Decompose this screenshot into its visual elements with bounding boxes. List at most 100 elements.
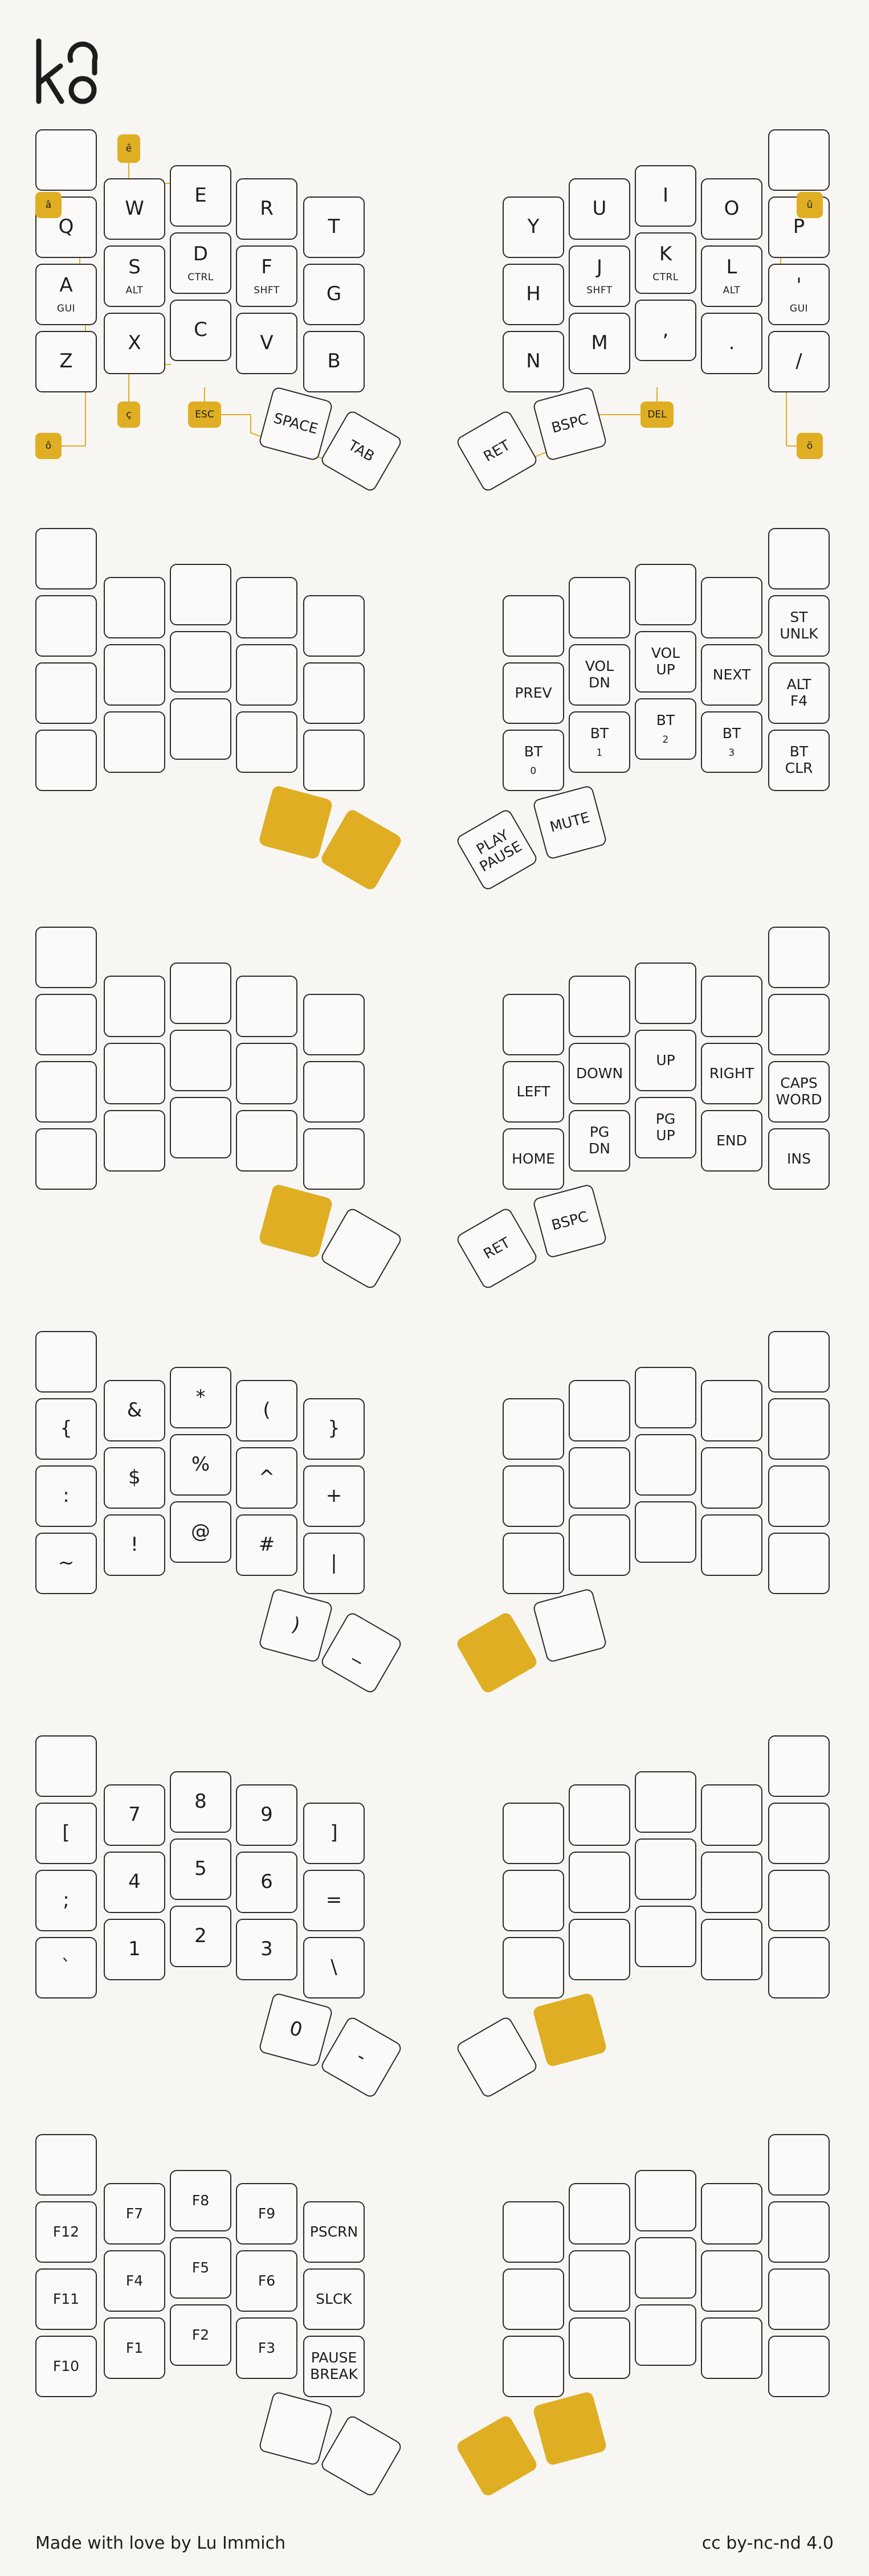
key-label: SLCK xyxy=(316,2290,352,2307)
function-right-key-0-0 xyxy=(503,2201,564,2263)
key-label: U xyxy=(592,197,607,220)
author-credit: Made with love by Lu Immich xyxy=(35,2533,286,2553)
combo-delete: DEL xyxy=(640,402,674,428)
symbols-right-key-3-2 xyxy=(701,1514,762,1576)
media-right-key-2-1: VOL UP xyxy=(635,631,696,693)
base-left-key-0-3: Z xyxy=(35,331,97,392)
numbers-right-key-1-0 xyxy=(569,1784,630,1846)
key-label: ( xyxy=(263,1399,271,1422)
key-label: DOWN xyxy=(576,1064,623,1082)
media-right-key-4-2: ALT F4 xyxy=(768,662,830,724)
key-label: ` xyxy=(61,1956,71,1979)
numbers-left-key-2-1: 5 xyxy=(170,1838,231,1900)
function-left-key-4-1: SLCK xyxy=(303,2268,365,2330)
key-label: D xyxy=(193,243,209,266)
key-label: END xyxy=(716,1132,747,1149)
function-right-key-3-1 xyxy=(701,2250,762,2312)
key-label: F9 xyxy=(258,2205,276,2222)
key-label: NEXT xyxy=(712,666,751,683)
media-left-key-0-3 xyxy=(35,730,97,791)
nav-right-key-2-2: PG UP xyxy=(635,1097,696,1158)
symbols-left-key-thumb-0: ) xyxy=(258,1587,334,1664)
media-right-key-thumb-1: MUTE xyxy=(532,784,608,861)
media-right-key-4-1: ST UNLK xyxy=(768,595,830,657)
nav-left-key-thumb-0 xyxy=(258,1183,334,1259)
numbers-right-key-0-1 xyxy=(503,1870,564,1931)
function-left-key-0-2: F11 xyxy=(35,2268,97,2330)
combo-e-circumflex: ê xyxy=(117,134,140,163)
media-left-key-1-0 xyxy=(104,577,165,638)
function-left-key-thumb-1 xyxy=(319,2414,403,2498)
key-label: C xyxy=(194,318,207,342)
nav-right-key-2-1: UP xyxy=(635,1030,696,1091)
key-label: SPACE xyxy=(272,409,320,437)
nav-right-key-3-0 xyxy=(701,976,762,1037)
symbols-right-key-0-2 xyxy=(503,1533,564,1594)
key-label: I xyxy=(662,184,669,207)
key-label: . xyxy=(728,331,735,355)
key-label: P xyxy=(793,215,805,239)
key-label: R xyxy=(260,197,274,220)
function-left-key-2-1: F5 xyxy=(170,2237,231,2299)
key-label: : xyxy=(63,1484,70,1508)
key-label: L xyxy=(726,256,737,279)
symbols-left-key-3-2: # xyxy=(236,1514,297,1576)
symbols-left-key-1-1: $ xyxy=(104,1447,165,1509)
media-left-key-0-0 xyxy=(35,528,97,589)
key-label: H xyxy=(526,282,541,306)
nav-right-key-thumb-0: RET xyxy=(455,1206,539,1291)
base-right-key-3-0: O xyxy=(701,178,762,240)
base-left-key-0-0 xyxy=(35,129,97,191)
nav-left-key-4-2 xyxy=(303,1128,365,1190)
base-right-key-1-2: M xyxy=(569,313,630,374)
key-label: S xyxy=(128,256,141,279)
key-label: J xyxy=(596,256,603,279)
function-right-key-thumb-0 xyxy=(455,2414,539,2498)
media-right-key-4-3: BT CLR xyxy=(768,730,830,791)
symbols-left-key-0-3: ~ xyxy=(35,1533,97,1594)
media-right-key-0-1: PREV xyxy=(503,662,564,724)
key-label: _ xyxy=(351,1640,372,1665)
key-label: 4 xyxy=(128,1870,141,1894)
key-label: { xyxy=(60,1417,72,1440)
nav-left-key-3-0 xyxy=(236,976,297,1037)
combo-escape: ESC xyxy=(188,402,221,428)
numbers-left-key-4-0: ] xyxy=(303,1803,365,1864)
numbers-right-key-4-2 xyxy=(768,1870,830,1931)
key-label: & xyxy=(127,1399,142,1422)
media-left-key-4-0 xyxy=(303,595,365,657)
function-left-key-4-2: PAUSE BREAK xyxy=(303,2336,365,2397)
key-label: F11 xyxy=(52,2290,80,2307)
function-right-key-1-0 xyxy=(569,2183,630,2245)
key-label: 5 xyxy=(194,1857,207,1881)
numbers-left-key-thumb-0: 0 xyxy=(258,1992,334,2068)
numbers-right-key-3-1 xyxy=(701,1852,762,1913)
nav-left-key-0-1 xyxy=(35,994,97,1055)
base-right-key-0-2: N xyxy=(503,331,564,392)
symbols-left-key-1-2: ! xyxy=(104,1514,165,1576)
symbols-left-key-2-0: * xyxy=(170,1367,231,1428)
numbers-left-key-4-1: = xyxy=(303,1870,365,1931)
numbers-right-key-thumb-1 xyxy=(532,1992,608,2068)
nav-right-key-3-2: END xyxy=(701,1110,762,1172)
key-label: N xyxy=(526,350,541,373)
key-label: B xyxy=(327,350,341,373)
media-left-key-1-1 xyxy=(104,644,165,706)
symbols-left-key-0-2: : xyxy=(35,1465,97,1527)
symbols-right-key-0-0 xyxy=(503,1398,564,1460)
key-label: PLAY PAUSE xyxy=(474,826,525,875)
function-right-key-4-2 xyxy=(768,2268,830,2330)
numbers-right-key-thumb-0 xyxy=(455,2015,539,2099)
symbols-right-key-1-2 xyxy=(569,1514,630,1576)
key-label: LEFT xyxy=(516,1083,550,1100)
key-label: 1 xyxy=(128,1938,141,1961)
nav-right-key-4-2: CAPS WORD xyxy=(768,1061,830,1123)
nav-right-key-4-0 xyxy=(768,927,830,988)
key-label: ^ xyxy=(258,1466,275,1489)
numbers-right-key-0-2 xyxy=(503,1937,564,1998)
function-left-key-3-1: F6 xyxy=(236,2250,297,2312)
media-left-key-3-2 xyxy=(236,711,297,773)
function-right-key-0-1 xyxy=(503,2268,564,2330)
key-label: ; xyxy=(63,1889,70,1912)
